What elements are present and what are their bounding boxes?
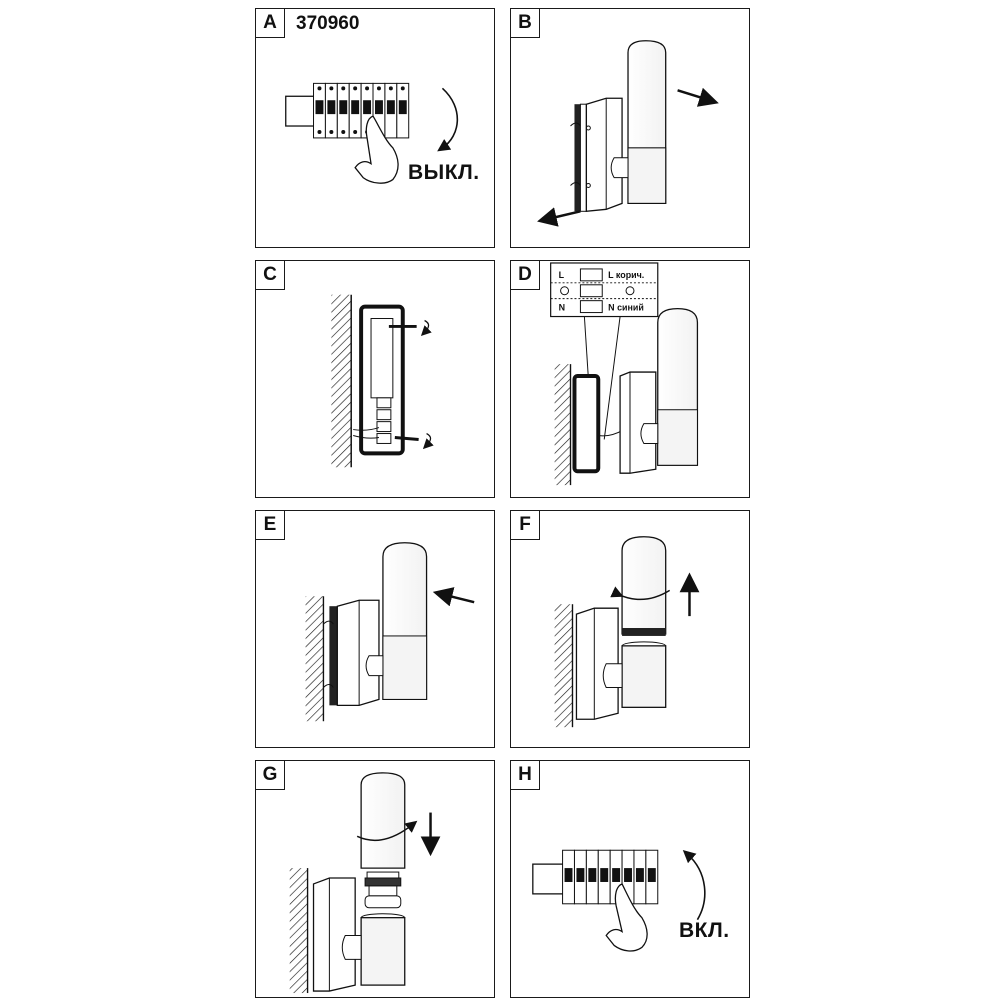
rotate-up-arrow-icon [682, 849, 706, 921]
lamp-base [360, 917, 406, 986]
pull-right-arrow-icon [677, 87, 719, 107]
panel-g: G [255, 760, 495, 998]
panel-label: G [255, 760, 285, 790]
wall-hatch [554, 604, 573, 728]
rotate-arrow-icon [422, 432, 434, 450]
wall-box [585, 97, 623, 213]
hand-icon [354, 115, 399, 184]
panel-label: D [510, 260, 540, 290]
mounting-plate [329, 606, 338, 706]
mount-plate-illustration [331, 294, 434, 468]
panel-label: E [255, 510, 285, 540]
panel-label: H [510, 760, 540, 790]
rotate-arrow-icon [356, 820, 418, 842]
panel-b: B [510, 8, 750, 248]
rotate-arrow-icon [420, 319, 432, 337]
breaker-off-illustration [285, 82, 459, 184]
lamp-base [621, 645, 667, 708]
attach-lamp-illustration [305, 542, 475, 722]
panel-a: A 370960 ВЫКЛ. [255, 8, 495, 248]
lamp-shade [360, 772, 406, 869]
wall-box [336, 599, 380, 706]
terminal-block [376, 397, 392, 444]
panel-c: C [255, 260, 495, 498]
rotate-arrow-icon [610, 586, 671, 601]
shade-ring [622, 628, 666, 636]
product-code: 370960 [296, 13, 360, 34]
panel-label: C [255, 260, 285, 290]
hand-icon [605, 883, 648, 952]
wall-hatch [289, 868, 308, 994]
remove-shade-illustration [554, 536, 700, 728]
panel-h: H ВКЛ. [510, 760, 750, 998]
pull-left-arrow-icon [537, 207, 581, 227]
screw-icon [394, 436, 419, 441]
panel-d: D L L корич. N N синий [510, 260, 750, 498]
panel-label: A [255, 8, 285, 38]
wire-label-n-right: N синий [608, 303, 644, 313]
mounting-plate [574, 104, 581, 212]
detach-lamp-illustration [537, 40, 719, 227]
lamp-shade [621, 536, 667, 635]
panel-f: F [510, 510, 750, 748]
breaker-on-illustration [532, 849, 706, 952]
wire-label-l-left: L [559, 270, 565, 280]
wall-hatch [305, 596, 324, 722]
wall-hatch [331, 294, 352, 468]
panel-label: B [510, 8, 540, 38]
wall-box [575, 607, 619, 720]
switch-off-label: ВЫКЛ. [408, 161, 480, 184]
push-left-arrow-icon [432, 587, 475, 607]
wire-label-n-left: N [559, 303, 565, 313]
wire-label-l-right: L корич. [608, 270, 644, 280]
wall-box [312, 877, 356, 992]
wall-box [619, 371, 657, 474]
panel-label: F [510, 510, 540, 540]
rotate-down-arrow-icon [437, 87, 459, 152]
mounting-plate [572, 374, 601, 474]
refit-shade-illustration [289, 772, 441, 994]
panel-e: E [255, 510, 495, 748]
wall-hatch [554, 364, 571, 486]
switch-on-label: ВКЛ. [679, 919, 730, 942]
wiring-illustration: L L корич. N N синий [550, 262, 699, 486]
bulb-socket [364, 871, 402, 909]
